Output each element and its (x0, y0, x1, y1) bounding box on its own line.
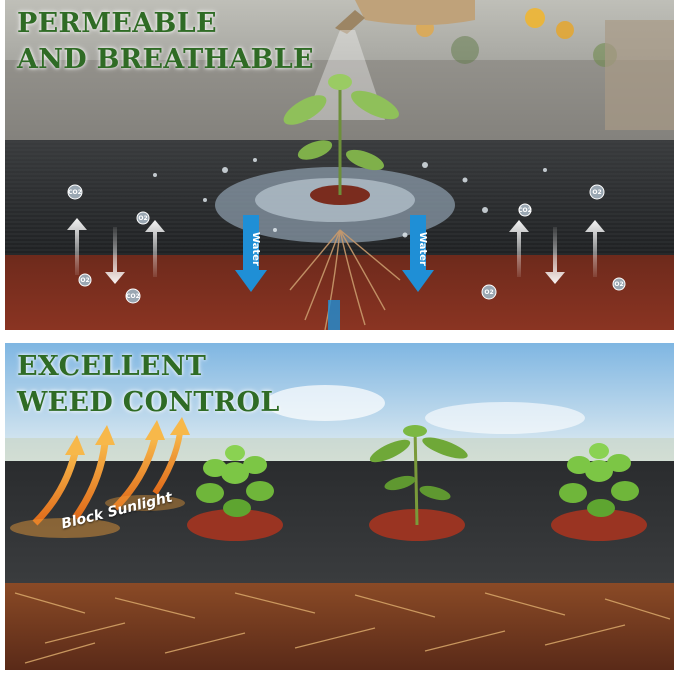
gas-bubble-label: O2 (138, 215, 147, 222)
tomato-seedling (369, 425, 468, 526)
water-arrow-left (235, 215, 267, 292)
water-label-right: Water (417, 232, 428, 266)
headline-breathable: AND BREATHABLE (17, 44, 314, 75)
gas-bubble-label: CO2 (518, 207, 532, 214)
water-arrow-center (328, 300, 340, 330)
gas-bubble (481, 284, 497, 300)
gas-bubble (518, 203, 532, 217)
planting-hole (551, 509, 647, 541)
watering-can (355, 0, 475, 25)
permeable-scene: CO2 O2 O2 CO2 O2 CO2 O2 O2 (5, 0, 674, 330)
sunlight-arrows (10, 417, 190, 538)
gas-bubble (78, 273, 92, 287)
gas-bubble (589, 184, 605, 200)
cloud (425, 402, 585, 434)
weed-control-scene (5, 343, 674, 670)
plant-roots (289, 229, 401, 330)
basil-plant-right (559, 443, 639, 517)
headline-weed-control: WEED CONTROL (17, 387, 280, 418)
gas-bubble-label: O2 (592, 189, 601, 196)
gas-bubble-label: O2 (484, 289, 493, 296)
seedling (283, 74, 399, 195)
headline-permeable: PERMEABLE (17, 8, 217, 39)
gas-bubble-label: O2 (614, 281, 623, 288)
gas-bubble (67, 184, 83, 200)
headline-excellent: EXCELLENT (17, 351, 207, 382)
gas-bubble-label: O2 (80, 277, 89, 284)
gas-bubble (136, 211, 150, 225)
water-arrow-right (402, 215, 434, 292)
gas-bubble-label: CO2 (68, 189, 82, 196)
mulch-soil-layer (5, 583, 674, 670)
gas-bubbles: CO2 O2 O2 CO2 O2 CO2 O2 O2 (67, 184, 626, 304)
airflow-arrows-right (509, 220, 605, 284)
cloud (265, 385, 385, 421)
straw-mulch (14, 592, 671, 664)
basil-plant-left (196, 445, 274, 517)
gas-bubble-label: CO2 (126, 293, 140, 300)
weed-control-panel: EXCELLENT WEED CONTROL (5, 343, 674, 670)
flower-blur (525, 8, 545, 28)
permeable-breathable-panel: CO2 O2 O2 CO2 O2 CO2 O2 O2 PERMEABLE AND… (5, 0, 674, 330)
airflow-arrows-left (67, 218, 165, 284)
water-droplets (153, 158, 547, 238)
landscape-fabric (5, 461, 674, 583)
planting-hole (187, 509, 283, 541)
water-label-left: Water (250, 232, 261, 266)
gas-bubble (612, 277, 626, 291)
gas-bubble (125, 288, 141, 304)
